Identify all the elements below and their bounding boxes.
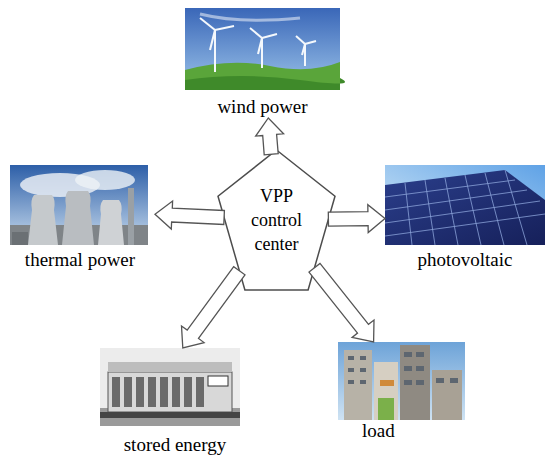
source-node: stored energy	[100, 348, 250, 456]
block-arrow	[155, 201, 224, 229]
source-node: thermal power	[5, 165, 155, 271]
block-arrow	[256, 118, 284, 155]
pv-picture	[385, 165, 545, 245]
load-picture	[338, 342, 465, 420]
block-arrow	[182, 267, 246, 348]
source-node: wind power	[185, 8, 340, 118]
node-caption: wind power	[185, 96, 340, 118]
node-caption: photovoltaic	[385, 249, 545, 271]
node-caption: load	[338, 420, 465, 442]
thermal-picture	[10, 165, 148, 245]
node-caption: thermal power	[5, 249, 155, 271]
storage-picture	[100, 348, 240, 426]
source-node: load	[338, 342, 465, 442]
center-label: VPP control center	[242, 184, 312, 256]
node-caption: stored energy	[100, 434, 250, 456]
block-arrow	[309, 263, 374, 342]
wind-picture	[185, 8, 345, 90]
source-node: photovoltaic	[385, 165, 545, 271]
block-arrow	[328, 205, 385, 233]
